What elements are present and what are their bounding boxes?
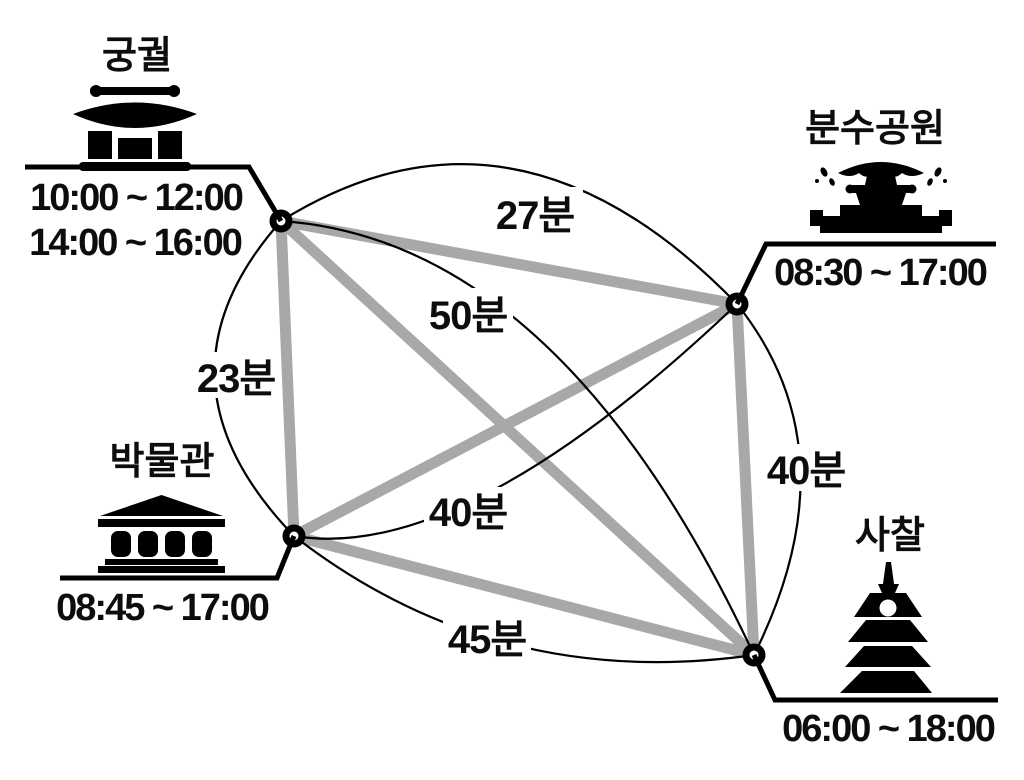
node-texts: 궁궐 10:00 ~ 12:00 14:00 ~ 16:00 분수공원 08:3… bbox=[29, 35, 997, 750]
duration-palace-fountain: 27분 bbox=[496, 194, 574, 238]
label-halo bbox=[194, 352, 280, 398]
label-halo bbox=[762, 444, 850, 491]
palace-hours-1: 10:00 ~ 12:00 bbox=[30, 177, 243, 219]
duration-palace-museum: 23분 bbox=[197, 357, 275, 401]
palace-hours-2: 14:00 ~ 16:00 bbox=[29, 222, 242, 264]
palace-icon bbox=[73, 85, 197, 171]
arc-palace-temple bbox=[280, 219, 755, 656]
edge-fountain-temple bbox=[731, 303, 760, 656]
label-halo bbox=[425, 288, 513, 335]
fountain-title: 분수공원 bbox=[805, 108, 945, 150]
label-halo bbox=[488, 187, 583, 234]
edge-palace-museum bbox=[275, 220, 300, 537]
museum-icon bbox=[98, 495, 225, 573]
duration-fountain-temple: 40분 bbox=[767, 449, 845, 493]
edge-museum-temple bbox=[292, 530, 756, 661]
museum-title: 박물관 bbox=[110, 441, 215, 483]
temple-hours: 06:00 ~ 18:00 bbox=[782, 708, 995, 750]
duration-palace-temple: 50분 bbox=[429, 294, 507, 338]
temple-title: 사찰 bbox=[855, 515, 925, 557]
pagoda-icon bbox=[840, 562, 932, 693]
gray-edges bbox=[275, 215, 760, 661]
fountain-icon bbox=[810, 162, 952, 233]
fountain-hours: 08:30 ~ 17:00 bbox=[774, 252, 987, 294]
fountain-platform bbox=[734, 241, 996, 306]
label-halo bbox=[443, 615, 531, 662]
edge-palace-temple bbox=[277, 216, 758, 660]
duration-museum-temple: 45분 bbox=[448, 618, 526, 662]
duration-museum-fountain: 40분 bbox=[429, 491, 507, 535]
palace-title: 궁궐 bbox=[102, 35, 172, 77]
edge-museum-fountain bbox=[291, 299, 740, 541]
arc-palace-fountain bbox=[280, 163, 738, 305]
museum-platform bbox=[60, 535, 297, 581]
museum-hours: 08:45 ~ 17:00 bbox=[56, 587, 269, 629]
edge-labels: 27분 23분 50분 40분 40분 45분 bbox=[194, 187, 850, 662]
label-halo bbox=[424, 487, 512, 534]
temple-platform bbox=[751, 653, 998, 703]
